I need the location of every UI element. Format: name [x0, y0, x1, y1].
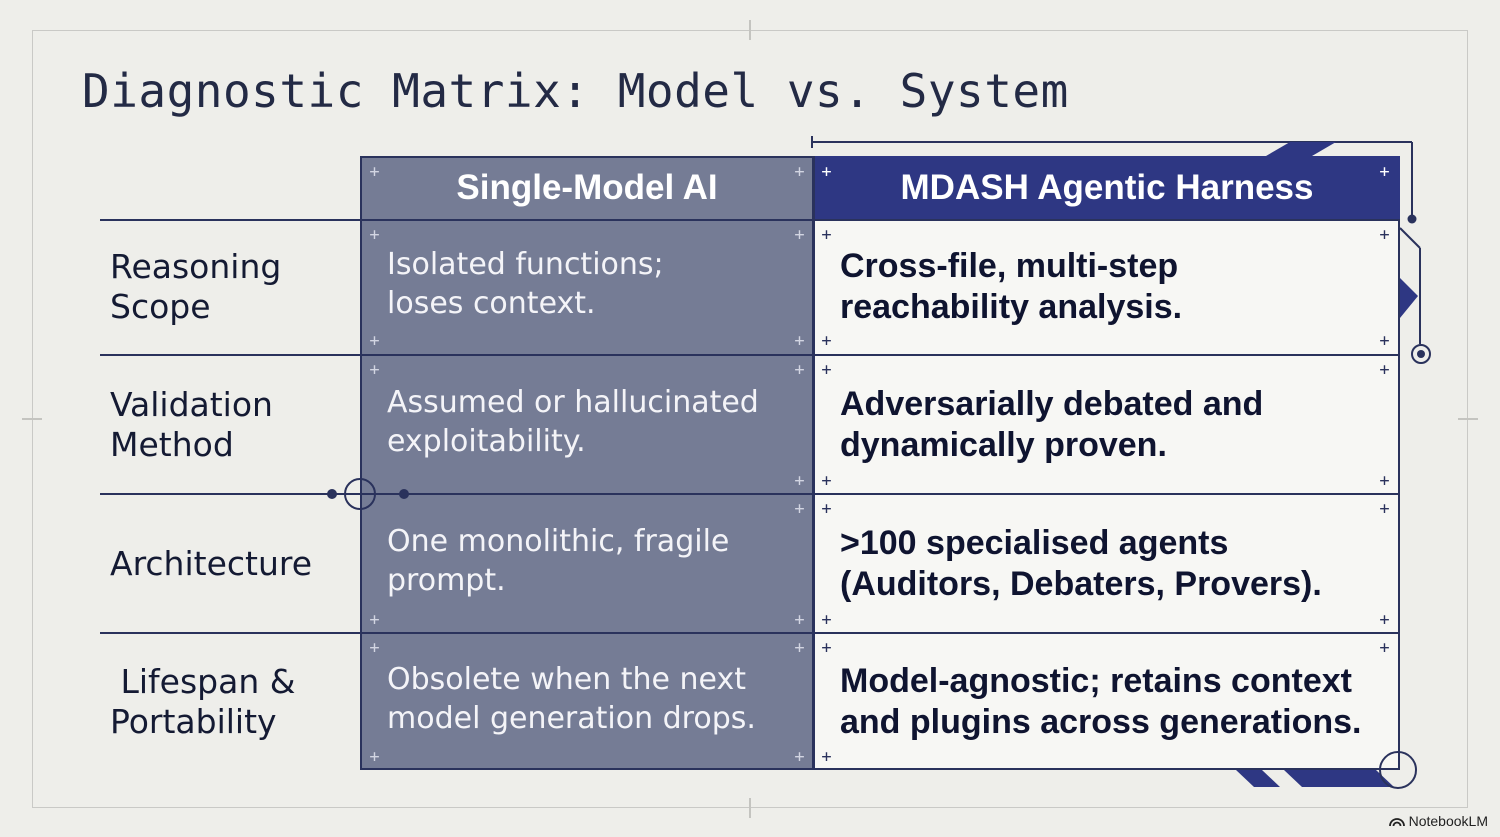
corner-plus-icon: +: [794, 162, 805, 182]
circuit-node-ring: [1379, 751, 1417, 789]
branding-label: NotebookLM: [1408, 813, 1488, 829]
corner-plus-icon: +: [821, 360, 832, 380]
corner-plus-icon: +: [1379, 471, 1390, 491]
row-label-line: Lifespan &: [110, 662, 296, 702]
corner-plus-icon: +: [1379, 638, 1390, 658]
page-title: Diagnostic Matrix: Model vs. System: [82, 64, 1069, 118]
single-model-cell: Obsolete when the next model generation d…: [387, 634, 812, 770]
row-label-line: Architecture: [110, 543, 313, 583]
corner-plus-icon: +: [794, 225, 805, 245]
corner-plus-icon: +: [821, 162, 832, 182]
single-model-column: [360, 156, 814, 770]
circuit-node-ring: [1411, 344, 1431, 364]
corner-plus-icon: +: [1379, 162, 1390, 182]
circuit-stripe-bottom: [1284, 770, 1394, 787]
row-divider: [100, 493, 1400, 495]
corner-plus-icon: +: [369, 638, 380, 658]
corner-plus-icon: +: [1379, 225, 1390, 245]
cell-line: prompt.: [387, 562, 506, 598]
row-divider: [100, 354, 1400, 356]
corner-plus-icon: +: [794, 747, 805, 767]
corner-plus-icon: +: [369, 225, 380, 245]
corner-plus-icon: +: [369, 162, 380, 182]
harness-cell: >100 specialised agents(Auditors, Debate…: [840, 495, 1395, 632]
notebooklm-branding: NotebookLM: [1388, 813, 1488, 829]
cell-line: (Auditors, Debaters, Provers).: [840, 564, 1322, 603]
row-label-lifespan-portability: Lifespan &Portability: [110, 634, 360, 770]
harness-column: [814, 156, 1400, 770]
corner-plus-icon: +: [369, 360, 380, 380]
cell-line: Model-agnostic; retains context: [840, 662, 1352, 701]
corner-plus-icon: +: [794, 331, 805, 351]
corner-plus-icon: +: [1379, 331, 1390, 351]
cell-line: Adversarially debated and: [840, 384, 1264, 423]
corner-plus-icon: +: [821, 610, 832, 630]
cell-line: dynamically proven.: [840, 425, 1167, 464]
notebooklm-logo-icon: [1388, 818, 1405, 827]
row-label-line: Method: [110, 424, 234, 464]
corner-plus-icon: +: [821, 638, 832, 658]
column-header-harness: MDASH Agentic Harness: [900, 168, 1314, 207]
column-divider: [813, 156, 815, 770]
corner-plus-icon: +: [821, 747, 832, 767]
row-label-line: Validation: [110, 384, 273, 424]
row-label-architecture: Architecture: [110, 495, 360, 632]
corner-plus-icon: +: [794, 610, 805, 630]
frame-tick-left: [22, 418, 42, 420]
cell-line: and plugins across generations.: [840, 703, 1362, 741]
corner-plus-icon: +: [1379, 360, 1390, 380]
cell-line: reachability analysis.: [840, 288, 1183, 326]
cell-line: Obsolete when the next: [387, 662, 746, 697]
row-divider: [100, 219, 1400, 221]
frame-tick-top: [749, 20, 751, 40]
cell-line: exploitability.: [387, 423, 586, 459]
single-model-cell: Isolated functions; loses context.: [387, 220, 812, 354]
row-label-line: Portability: [110, 702, 277, 741]
frame-tick-bottom: [749, 798, 751, 818]
corner-plus-icon: +: [369, 747, 380, 767]
column-header-single-model: Single-Model AI: [456, 168, 718, 207]
corner-plus-icon: +: [794, 471, 805, 491]
harness-header-band: [814, 156, 1400, 220]
cell-line: loses context.: [387, 286, 596, 321]
circuit-node-ring: [344, 478, 376, 510]
cell-line: >100 specialised agents: [840, 523, 1229, 562]
cell-line: Isolated functions;: [387, 247, 664, 282]
cell-line: One monolithic, fragile: [387, 523, 730, 559]
corner-plus-icon: +: [794, 499, 805, 519]
corner-plus-icon: +: [821, 331, 832, 351]
corner-plus-icon: +: [821, 471, 832, 491]
circuit-node-dot: [1407, 214, 1417, 224]
circuit-node-dot: [327, 489, 337, 499]
circuit-node-dot: [399, 489, 409, 499]
corner-plus-icon: +: [821, 499, 832, 519]
corner-plus-icon: +: [369, 331, 380, 351]
cell-line: Assumed or hallucinated: [387, 384, 759, 420]
row-divider: [100, 632, 1400, 634]
corner-plus-icon: +: [794, 638, 805, 658]
corner-plus-icon: +: [1379, 610, 1390, 630]
row-label-line: Reasoning: [110, 247, 282, 287]
corner-plus-icon: +: [1379, 499, 1390, 519]
cell-line: Cross-file, multi-step: [840, 247, 1179, 286]
circuit-notch-arrow: [1400, 278, 1418, 318]
circuit-stripe-top: [1266, 142, 1336, 156]
corner-plus-icon: +: [369, 610, 380, 630]
circuit-node-dot: [1417, 350, 1425, 358]
circuit-trace-top-right: [812, 141, 1421, 344]
row-label-line: Scope: [110, 287, 211, 326]
circuit-stripe-bottom: [1236, 770, 1280, 787]
corner-plus-icon: +: [821, 225, 832, 245]
cell-line: model generation drops.: [387, 701, 756, 736]
frame-tick-right: [1458, 418, 1478, 420]
corner-plus-icon: +: [794, 360, 805, 380]
